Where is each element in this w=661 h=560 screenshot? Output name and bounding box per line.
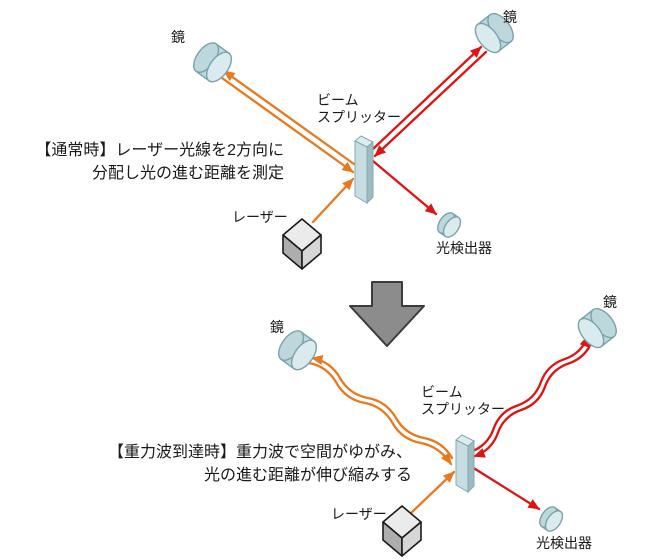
beam-splitter-label-line1: ビーム <box>421 384 463 400</box>
laser-label: レーザー <box>331 506 387 522</box>
beam-laser-input <box>409 470 456 515</box>
gravitational-wave-state-diagram <box>273 303 622 557</box>
laser-label: レーザー <box>232 209 288 225</box>
mirror-right <box>572 303 622 353</box>
beam-splitter-label-line2: スプリッター <box>317 109 401 125</box>
laser-source <box>282 218 322 270</box>
photodetector <box>535 503 567 535</box>
normal-state-caption: 【通常時】レーザー光線を2方向に分配し光の進む距離を測定 <box>20 139 284 185</box>
gravitational-wave-caption: 【重力波到達時】重力波で空間がゆがみ、光の進む距離が伸び縮みする <box>60 441 412 487</box>
beam-from-left-mirror <box>220 76 355 174</box>
beam-splitter-label: ビームスプリッター <box>317 92 401 126</box>
mirror-left-label: 鏡 <box>270 319 284 335</box>
beam-to-detector <box>470 465 541 511</box>
beam-laser-input <box>311 177 355 224</box>
caption-line1: 【通常時】レーザー光線を2方向に <box>35 142 284 159</box>
beam-splitter-label: ビームスプリッター <box>421 384 505 418</box>
beam-splitter-label-line2: スプリッター <box>421 401 505 417</box>
down-arrow-icon <box>349 281 425 347</box>
mirror-right-label: 鏡 <box>603 294 617 310</box>
caption-line2: 光の進む距離が伸び縮みする <box>203 467 412 484</box>
wavy-beam-from-left-mirror <box>307 361 453 466</box>
beam-splitter <box>455 434 475 494</box>
wavy-beam-to-left-mirror <box>310 355 454 460</box>
beam-splitter-label-line1: ビーム <box>317 92 359 108</box>
beam-to-detector <box>371 159 438 216</box>
mirror-left <box>188 37 237 87</box>
wavy-beam-to-right-mirror <box>468 334 590 454</box>
laser-source <box>382 505 422 557</box>
detector-label: 光検出器 <box>536 535 592 551</box>
caption-line2: 分配し光の進む距離を測定 <box>91 165 284 182</box>
mirror-right-label: 鏡 <box>503 9 517 25</box>
beam-from-right-mirror <box>373 50 488 158</box>
wavy-beam-from-right-mirror <box>473 339 594 458</box>
beam-to-right-mirror <box>371 45 483 151</box>
beam-splitter <box>354 135 374 205</box>
beam-to-left-mirror <box>222 69 356 166</box>
detector-label: 光検出器 <box>436 240 492 256</box>
photodetector <box>433 209 465 241</box>
normal-state-diagram <box>188 8 519 270</box>
caption-line1: 【重力波到達時】重力波で空間がゆがみ、 <box>107 444 412 461</box>
mirror-left-label: 鏡 <box>171 29 185 45</box>
